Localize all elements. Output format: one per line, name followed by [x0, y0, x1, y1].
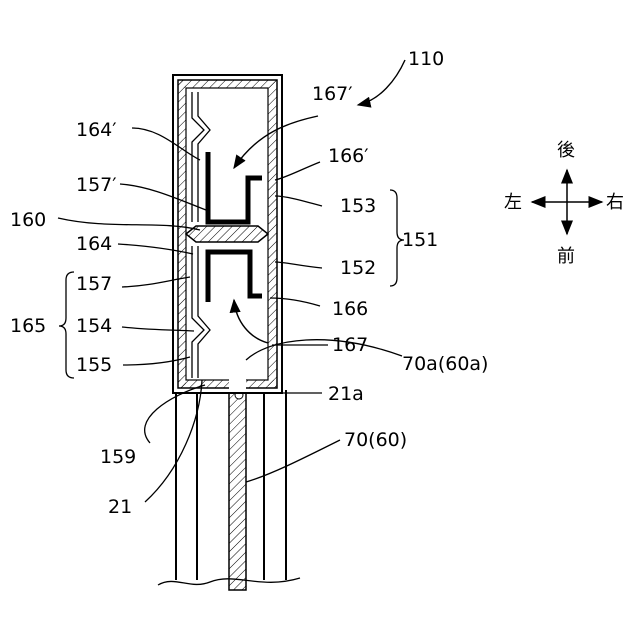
label-164-prime: 164′ [76, 119, 117, 141]
label-154: 154 [76, 315, 112, 337]
label-157: 157 [76, 273, 112, 295]
label-70: 70(60) [344, 429, 407, 451]
brace-165 [59, 272, 74, 378]
label-70a: 70a(60a) [402, 353, 488, 375]
ref-arrow-110 [358, 60, 405, 105]
label-164: 164 [76, 233, 112, 255]
label-166-prime: 166′ [328, 145, 369, 167]
label-21: 21 [108, 496, 132, 518]
compass-back: 後 [557, 140, 575, 161]
label-153: 153 [340, 195, 376, 217]
label-167: 167 [332, 334, 368, 356]
compass-right: 右 [606, 192, 624, 213]
label-160: 160 [10, 209, 46, 231]
label-166: 166 [332, 298, 368, 320]
label-167-prime: 167′ [312, 83, 353, 105]
label-155: 155 [76, 354, 112, 376]
label-152: 152 [340, 257, 376, 279]
label-159: 159 [100, 446, 136, 468]
compass-front: 前 [557, 246, 575, 267]
label-21a: 21a [328, 383, 364, 405]
direction-compass: 後 前 左 右 [504, 140, 624, 267]
label-157-prime: 157′ [76, 174, 117, 196]
partition-160 [186, 226, 268, 242]
label-165: 165 [10, 315, 46, 337]
label-110: 110 [408, 48, 444, 70]
label-151: 151 [402, 229, 438, 251]
compass-left: 左 [504, 192, 522, 213]
